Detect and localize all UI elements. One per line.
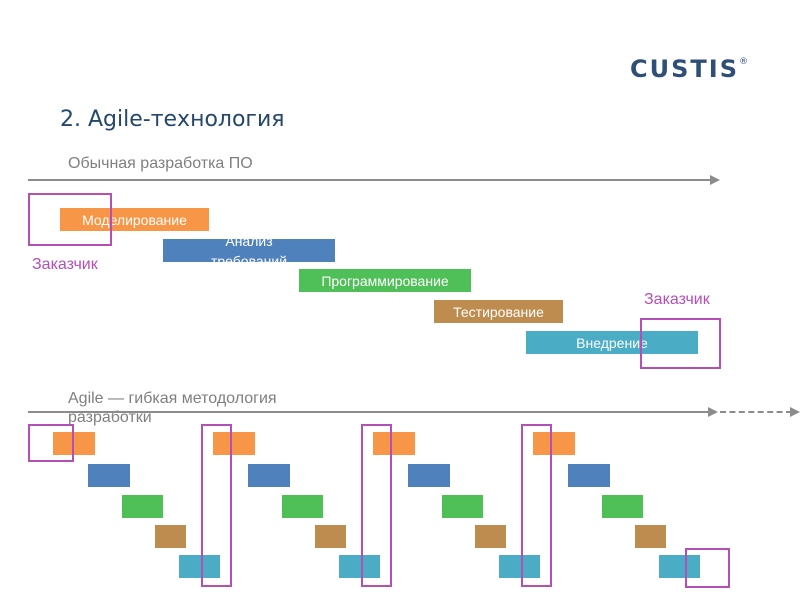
phase-deployment: Внедрение: [526, 331, 698, 354]
agile-block-deployment: [659, 555, 700, 578]
agile-block-modeling: [53, 432, 95, 455]
customer-box-agile-2: [361, 424, 392, 587]
phase-programming: Программирование: [299, 269, 471, 292]
customer-label-end: Заказчик: [644, 291, 710, 308]
agile-block-analysis: [568, 464, 610, 487]
agile-timeline-continuation: [720, 411, 792, 413]
agile-block-deployment: [179, 555, 220, 578]
custis-logo: CUSTIS®: [630, 55, 750, 83]
agile-block-testing: [155, 525, 186, 548]
agile-block-testing: [635, 525, 666, 548]
agile-block-modeling: [373, 432, 415, 455]
customer-box-agile-start: [28, 424, 74, 462]
traditional-timeline: [28, 179, 712, 181]
agile-block-analysis: [408, 464, 450, 487]
agile-block-modeling: [213, 432, 255, 455]
agile-block-modeling: [533, 432, 575, 455]
agile-block-deployment: [499, 555, 540, 578]
arrow-head-icon: [708, 407, 718, 417]
agile-block-analysis: [88, 464, 130, 487]
agile-block-programming: [442, 495, 483, 518]
agile-block-programming: [122, 495, 163, 518]
arrow-head-icon: [710, 175, 720, 185]
agile-block-deployment: [339, 555, 380, 578]
arrow-head-icon: [790, 407, 800, 417]
customer-label-start: Заказчик: [32, 256, 98, 273]
agile-block-programming: [282, 495, 323, 518]
customer-box-start: [28, 193, 112, 246]
agile-label: Agile — гибкая методология разработки: [68, 390, 277, 426]
phase-analysis: Анализ требований: [163, 233, 335, 269]
traditional-label: Обычная разработка ПО: [68, 155, 253, 172]
slide-title: 2. Agile-технология: [60, 107, 285, 132]
agile-block-programming: [602, 495, 643, 518]
customer-box-agile-3: [521, 424, 552, 587]
agile-block-testing: [315, 525, 346, 548]
agile-timeline: [28, 411, 710, 413]
customer-box-agile-end: [685, 548, 730, 588]
phase-testing: Тестирование: [434, 300, 563, 323]
phase-modeling: Моделирование: [60, 208, 209, 231]
agile-block-testing: [475, 525, 506, 548]
customer-box-agile-1: [201, 424, 232, 587]
agile-block-analysis: [248, 464, 290, 487]
customer-box-end: [640, 318, 721, 369]
